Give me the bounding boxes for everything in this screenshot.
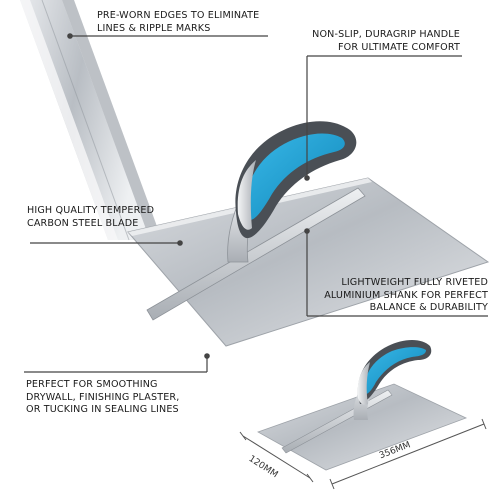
leader-lines	[24, 33, 488, 373]
handle-callout: NON-SLIP, DURAGRIP HANDLE FOR ULTIMATE C…	[312, 29, 460, 53]
main-shank	[146, 187, 366, 321]
width-dimension-line	[242, 435, 311, 479]
small-blade	[257, 383, 468, 471]
length-dimension-line	[331, 423, 485, 485]
shank-callout: LIGHTWEIGHT FULLY RIVETED ALUMINIUM SHAN…	[324, 277, 488, 313]
main-blade	[127, 177, 490, 347]
uses-callout: PERFECT FOR SMOOTHING DRYWALL, FINISHING…	[26, 379, 180, 415]
pre-worn-edges-callout: PRE-WORN EDGES TO ELIMINATE LINES & RIPP…	[97, 10, 260, 34]
main-trowel	[127, 121, 490, 347]
main-handle	[235, 121, 357, 239]
dimension-trowel	[239, 340, 487, 490]
blade-callout: HIGH QUALITY TEMPERED CARBON STEEL BLADE	[27, 205, 155, 229]
edge-closeup	[20, 0, 162, 241]
